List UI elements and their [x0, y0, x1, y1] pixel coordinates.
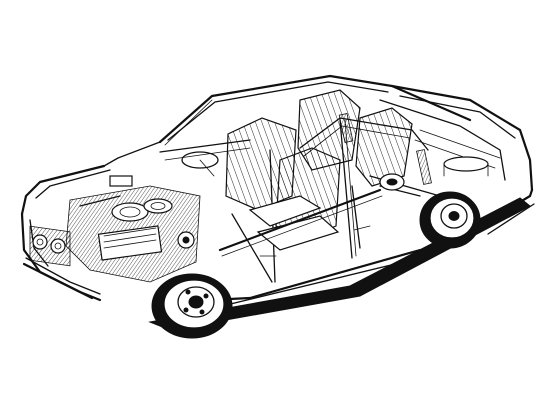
- air-filter: [111, 202, 149, 222]
- headlight-right: [50, 238, 66, 254]
- front-door: [231, 213, 277, 283]
- dashboard: [159, 139, 251, 177]
- rear-seats: [297, 89, 413, 187]
- front-wheel: [151, 273, 233, 339]
- engine: [65, 175, 201, 283]
- rear-suspension: [338, 112, 441, 197]
- steering-wheel: [181, 151, 219, 169]
- headlight-left: [32, 234, 48, 250]
- battery: [109, 175, 133, 187]
- fuel-tank: [443, 156, 489, 177]
- front-grille: [22, 225, 101, 300]
- rear-wheel: [419, 191, 481, 249]
- rear-door: [351, 185, 371, 249]
